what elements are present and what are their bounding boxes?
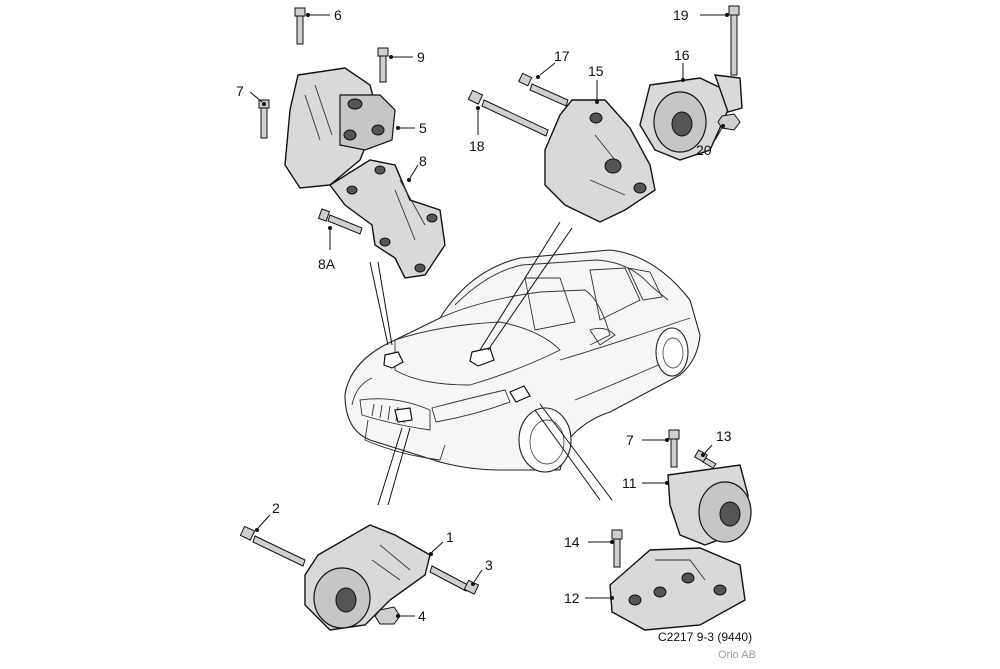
bolt-part-8A [317,208,363,235]
bolt-part-6 [294,7,306,45]
callout-leaders [249,13,729,618]
callout-1: 1 [446,529,454,545]
bolt-part-9 [377,47,389,83]
bolt-part-17 [518,72,569,107]
mount-part-16 [639,74,743,161]
diagram-code: C2217 9-3 (9440) [658,630,752,644]
bolt-part-14 [611,529,623,568]
callout-13: 13 [716,428,732,444]
callout-labels: 6 9 7 5 8 8A 17 15 18 19 16 20 7 13 11 1… [236,7,732,624]
callout-17: 17 [554,48,570,64]
mount-part-1 [304,524,431,631]
callout-11: 11 [622,475,637,491]
nut-part-20 [717,113,741,131]
bracket-part-12 [609,547,746,631]
bolt-part-18 [467,89,549,137]
callout-9: 9 [417,49,425,65]
callout-8: 8 [419,153,427,169]
callout-2: 2 [272,500,280,516]
callout-7-upper: 7 [236,83,244,99]
callout-4: 4 [418,608,426,624]
callout-20: 20 [696,142,712,158]
callout-5: 5 [419,120,427,136]
callout-6: 6 [334,7,342,23]
mount-part-5 [284,67,396,189]
car-illustration [344,249,701,473]
mount-part-11 [667,464,752,546]
callout-18: 18 [469,138,485,154]
pointer-lines [369,221,613,506]
callout-19: 19 [673,7,689,23]
bolt-part-7-lower [668,429,680,468]
callout-3: 3 [485,557,493,573]
bolt-part-13 [693,449,717,469]
bracket-part-8 [328,159,446,279]
callout-16: 16 [674,47,690,63]
callout-8A: 8A [318,256,336,272]
mount-part-15 [544,99,656,223]
copyright-label: Orio AB [718,649,756,661]
bolt-part-19 [728,5,740,76]
nut-part-4 [374,606,401,625]
callout-15: 15 [588,63,604,79]
bolt-part-3 [429,565,480,595]
callout-7-lower: 7 [626,432,634,448]
bolt-part-2 [239,525,306,567]
callout-12: 12 [564,590,580,606]
callout-14: 14 [564,534,580,550]
